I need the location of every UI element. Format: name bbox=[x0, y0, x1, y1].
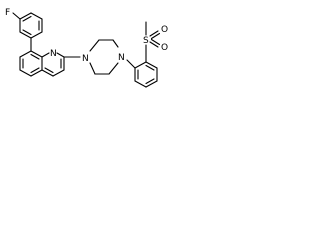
piperazine-methylene-bond bbox=[126, 59, 136, 69]
molecule-structure: F N N N S O O bbox=[5, 8, 168, 88]
sulfonyl-bond-upper bbox=[149, 30, 159, 37]
quinoline-pyridine-ring bbox=[41, 52, 65, 77]
quinoline-nitrogen-label: N bbox=[50, 49, 57, 59]
sulfonyl-bond-upper-2 bbox=[150, 32, 161, 40]
fluorophenyl-ring bbox=[19, 12, 43, 39]
oxygen-upper-label: O bbox=[161, 25, 168, 35]
sulfur-label: S bbox=[143, 36, 149, 46]
piperazine-nitrogen-right-label: N bbox=[118, 53, 125, 63]
benzyl-ring bbox=[134, 61, 158, 88]
fluorine-label: F bbox=[5, 8, 10, 18]
sulfonyl-bond-lower-2 bbox=[150, 38, 161, 46]
piperazine-ring bbox=[89, 39, 119, 75]
piperazine-nitrogen-left-label: N bbox=[82, 54, 89, 64]
fluorine-bond bbox=[12, 12, 21, 20]
oxygen-lower-label: O bbox=[161, 43, 168, 53]
quinoline-benzo-ring bbox=[19, 50, 43, 77]
sulfonyl-bond-lower bbox=[149, 41, 159, 48]
